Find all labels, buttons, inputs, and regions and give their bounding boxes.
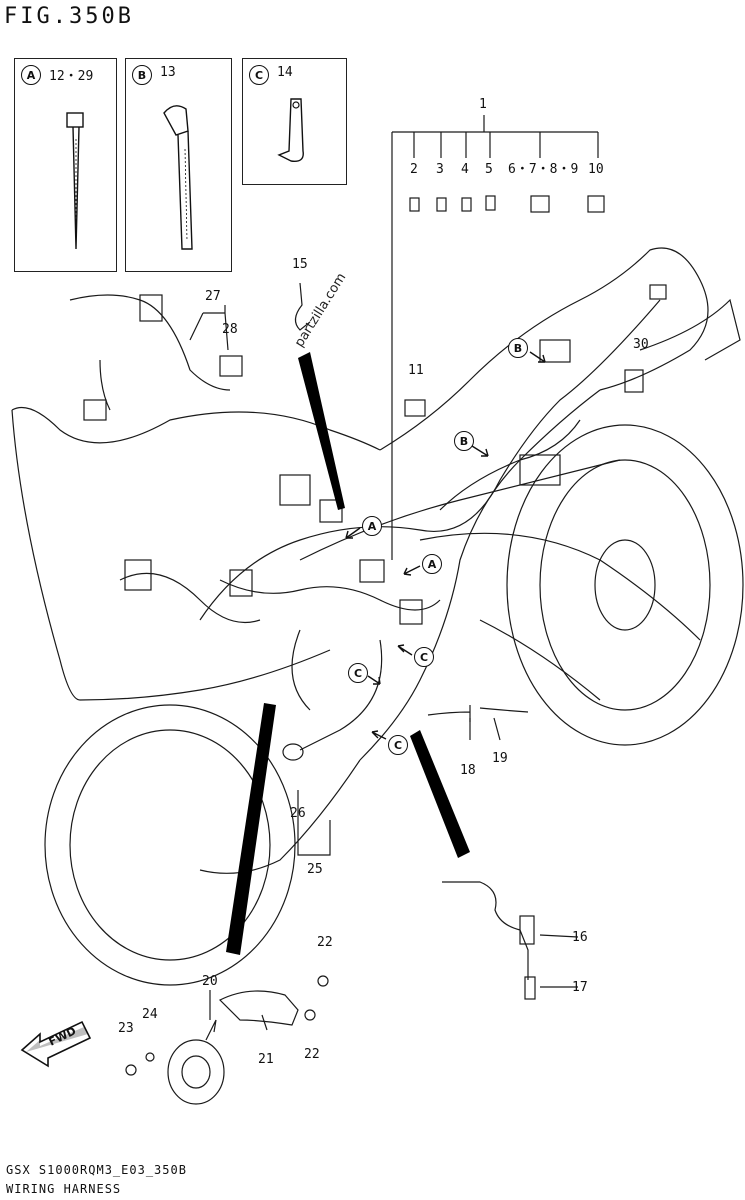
bubble-b-lower: B <box>454 431 474 451</box>
callout-22-lower: 22 <box>304 1047 320 1062</box>
diagram-name: WIRING HARNESS <box>6 1182 122 1196</box>
inset-b: B 13 <box>125 58 232 272</box>
callout-11: 11 <box>408 363 424 378</box>
callout-20: 20 <box>202 974 218 989</box>
bubble-a-left: A <box>362 516 382 536</box>
bubble-c-lower: C <box>388 735 408 755</box>
inset-b-badge: B <box>132 65 152 85</box>
inset-c: C 14 <box>242 58 347 185</box>
callout-30: 30 <box>633 337 649 352</box>
callout-6-7-8-9: 6・7・8・9 <box>508 162 579 177</box>
callout-3: 3 <box>436 162 444 177</box>
inset-a: A 12・29 <box>14 58 117 272</box>
fwd-arrow <box>20 1020 92 1068</box>
callout-27: 27 <box>205 289 221 304</box>
callout-24: 24 <box>142 1007 158 1022</box>
inset-a-badge: A <box>21 65 41 85</box>
diagram-code: GSX S1000RQM3_E03_350B <box>6 1163 187 1177</box>
callout-15: 15 <box>292 257 308 272</box>
callout-4: 4 <box>461 162 469 177</box>
cable-tie-drawing <box>66 112 84 250</box>
bubble-a-right: A <box>422 554 442 574</box>
bubble-c-upper: C <box>348 663 368 683</box>
clip-drawing <box>277 98 304 162</box>
bubble-b-upper: B <box>508 338 528 358</box>
callout-2: 2 <box>410 162 418 177</box>
inset-c-numbers: 14 <box>277 65 293 80</box>
inset-a-numbers: 12・29 <box>49 69 94 84</box>
clamp-band-drawing <box>163 105 193 250</box>
callout-17: 17 <box>572 980 588 995</box>
callout-28: 28 <box>222 322 238 337</box>
callout-10: 10 <box>588 162 604 177</box>
callout-18: 18 <box>460 763 476 778</box>
bubble-c-right: C <box>414 647 434 667</box>
figure-title: FIG.350B <box>4 4 134 29</box>
callout-16: 16 <box>572 930 588 945</box>
callout-5: 5 <box>485 162 493 177</box>
callout-23: 23 <box>118 1021 134 1036</box>
callout-19: 19 <box>492 751 508 766</box>
inset-c-badge: C <box>249 65 269 85</box>
callout-25: 25 <box>307 862 323 877</box>
callout-26: 26 <box>290 806 306 821</box>
inset-b-numbers: 13 <box>160 65 176 80</box>
callout-22-upper: 22 <box>317 935 333 950</box>
callout-1: 1 <box>479 97 487 112</box>
callout-21: 21 <box>258 1052 274 1067</box>
